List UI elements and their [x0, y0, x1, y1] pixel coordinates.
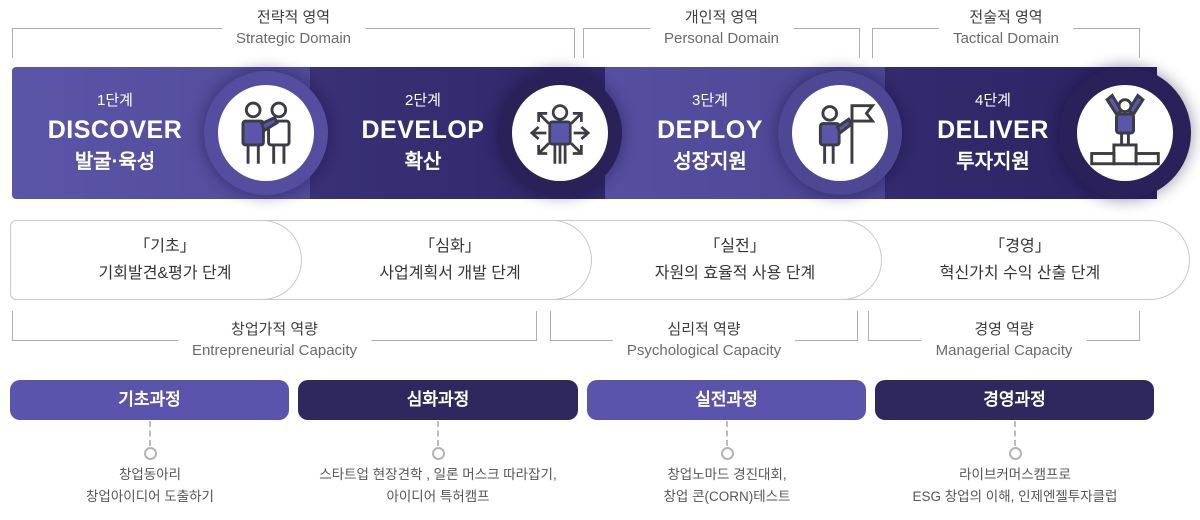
phase-practical-title: 「실전」	[704, 238, 766, 255]
stage-develop-name-en: DEVELOP	[361, 116, 485, 144]
managerial-capacity-label: 경영 역량 Managerial Capacity	[921, 319, 1087, 361]
managerial-capacity-kr: 경영 역량	[974, 321, 1034, 338]
stage-develop-text: 2단계 DEVELOP 확산	[330, 89, 516, 177]
stage-deliver-name-en: DELIVER	[937, 116, 1049, 144]
basic-course-details: 창업동아리 창업아이디어 도출하기	[30, 464, 270, 508]
bracket-personal-domain: 개인적 영역 Personal Domain	[583, 7, 860, 58]
stage-deliver-step: 4단계	[975, 92, 1011, 109]
entrepreneurial-capacity-label: 창업가적 역량 Entrepreneurial Capacity	[177, 319, 372, 361]
tactical-domain-label: 전술적 영역 Tactical Domain	[939, 7, 1073, 49]
stage-deploy-icon-circle	[792, 85, 888, 181]
phase-basic-label: 「기초」 기회발견&평가 단계	[10, 233, 320, 287]
stage-develop-icon-circle	[512, 85, 608, 181]
management-course-detail-line2: ESG 창업의 이해, 인제엔젤투자클럽	[912, 489, 1118, 504]
stage-deploy-name-kr: 성장지원	[673, 151, 747, 173]
phase-management-desc: 혁신가치 수익 산출 단계	[939, 265, 1101, 282]
advanced-course-detail-line1: 스타트업 현장견학 , 일론 머스크 따라잡기,	[319, 467, 557, 482]
stage-discover: 1단계 DISCOVER 발굴·육성	[0, 67, 1200, 199]
stage-deliver-text: 4단계 DELIVER 투자지원	[903, 89, 1083, 177]
management-course-detail-line1: 라이브커머스캠프로	[959, 467, 1071, 482]
phase-practical-label: 「실전」 자원의 효율적 사용 단계	[590, 233, 880, 287]
stage-discover-text: 1단계 DISCOVER 발굴·육성	[15, 89, 215, 177]
stage-deliver-name-kr: 투자지원	[956, 151, 1030, 173]
stage-band: 4단계 DELIVER 투자지원	[0, 67, 1200, 199]
stage-deploy-name-en: DEPLOY	[657, 116, 763, 144]
stage-develop-name-kr: 확산	[404, 151, 442, 173]
handshake-people-icon	[241, 101, 291, 164]
practical-course-details: 창업노마드 경진대회, 창업 콘(CORN)테스트	[577, 464, 877, 508]
management-course-button[interactable]: 경영과정	[875, 380, 1154, 420]
entrepreneurial-capacity-en: Entrepreneurial Capacity	[191, 342, 358, 359]
tactical-domain-kr: 전술적 영역	[969, 9, 1043, 26]
psychological-capacity-kr: 심리적 역량	[667, 321, 741, 338]
practical-course-detail-line2: 창업 콘(CORN)테스트	[663, 489, 791, 504]
bracket-tactical-domain: 전술적 영역 Tactical Domain	[872, 7, 1140, 58]
connector-practical	[726, 421, 728, 446]
phase-advanced-title: 「심화」	[419, 238, 481, 255]
phase-advanced-label: 「심화」 사업계획서 개발 단계	[300, 233, 600, 287]
stage-discover-name-en: DISCOVER	[47, 116, 183, 144]
strategic-domain-en: Strategic Domain	[235, 30, 352, 47]
stage-discover-icon-circle	[218, 85, 314, 181]
practical-course-button[interactable]: 실전과정	[587, 380, 866, 420]
flag-person-icon	[818, 104, 876, 164]
stage-develop-step: 2단계	[405, 92, 441, 109]
phase-pill-practical	[547, 220, 882, 300]
basic-course-button[interactable]: 기초과정	[10, 380, 289, 420]
basic-course-detail-line1: 창업동아리	[118, 467, 182, 482]
stage-deploy: 3단계 DEPLOY 성장지원	[0, 67, 1200, 199]
bracket-strategic-domain: 전략적 영역 Strategic Domain	[12, 7, 575, 58]
phase-management-title: 「경영」	[989, 238, 1051, 255]
phase-pill-advanced	[257, 220, 592, 300]
stage-deliver-icon-circle	[1077, 85, 1173, 181]
bracket-psychological-capacity: 심리적 역량 Psychological Capacity	[550, 311, 858, 361]
advanced-course-detail-line2: 아이디어 특허캠프	[386, 489, 490, 504]
connector-basic	[149, 421, 151, 446]
stage-discover-name-kr: 발굴·육성	[74, 151, 156, 173]
phase-pill-basic	[10, 220, 302, 300]
stage-deploy-text: 3단계 DEPLOY 성장지원	[620, 89, 800, 177]
managerial-capacity-en: Managerial Capacity	[935, 342, 1073, 359]
basic-course-detail-line2: 창업아이디어 도출하기	[86, 489, 214, 504]
strategic-domain-kr: 전략적 영역	[256, 9, 331, 26]
advanced-course-details: 스타트업 현장견학 , 일론 머스크 따라잡기, 아이디어 특허캠프	[278, 464, 598, 508]
phase-basic-desc: 기회발견&평가 단계	[98, 265, 232, 282]
connector-dot-management	[1009, 447, 1022, 460]
connector-management	[1014, 421, 1016, 446]
stage-develop: 2단계 DEVELOP 확산	[0, 67, 1200, 199]
stage-discover-step: 1단계	[97, 92, 133, 109]
connector-dot-advanced	[432, 447, 445, 460]
connector-advanced	[437, 421, 439, 446]
psychological-capacity-label: 심리적 역량 Psychological Capacity	[612, 319, 796, 361]
management-course-details: 라이브커머스캠프로 ESG 창업의 이해, 인제엔젤투자클럽	[845, 464, 1185, 508]
phase-pill-management	[837, 220, 1190, 300]
bracket-entrepreneurial-capacity: 창업가적 역량 Entrepreneurial Capacity	[12, 311, 537, 361]
spread-arrows-person-icon	[529, 104, 591, 164]
personal-domain-label: 개인적 영역 Personal Domain	[649, 7, 794, 49]
psychological-capacity-en: Psychological Capacity	[626, 342, 782, 359]
connector-dot-basic	[144, 447, 157, 460]
phase-advanced-desc: 사업계획서 개발 단계	[379, 265, 521, 282]
personal-domain-en: Personal Domain	[663, 30, 780, 47]
podium-winner-icon	[1090, 93, 1160, 166]
personal-domain-kr: 개인적 영역	[684, 9, 759, 26]
stage-deploy-step: 3단계	[692, 92, 728, 109]
bracket-managerial-capacity: 경영 역량 Managerial Capacity	[868, 311, 1140, 361]
tactical-domain-en: Tactical Domain	[953, 30, 1059, 47]
strategic-domain-label: 전략적 영역 Strategic Domain	[221, 7, 366, 49]
advanced-course-button[interactable]: 심화과정	[298, 380, 578, 420]
entrepreneurial-capacity-kr: 창업가적 역량	[231, 321, 318, 338]
phase-management-label: 「경영」 혁신가치 수익 산출 단계	[880, 233, 1160, 287]
practical-course-detail-line1: 창업노마드 경진대회,	[667, 467, 787, 482]
stage-deliver: 4단계 DELIVER 투자지원	[0, 67, 1200, 199]
phase-basic-title: 「기초」	[134, 238, 196, 255]
connector-dot-practical	[721, 447, 734, 460]
phase-practical-desc: 자원의 효율적 사용 단계	[654, 265, 816, 282]
